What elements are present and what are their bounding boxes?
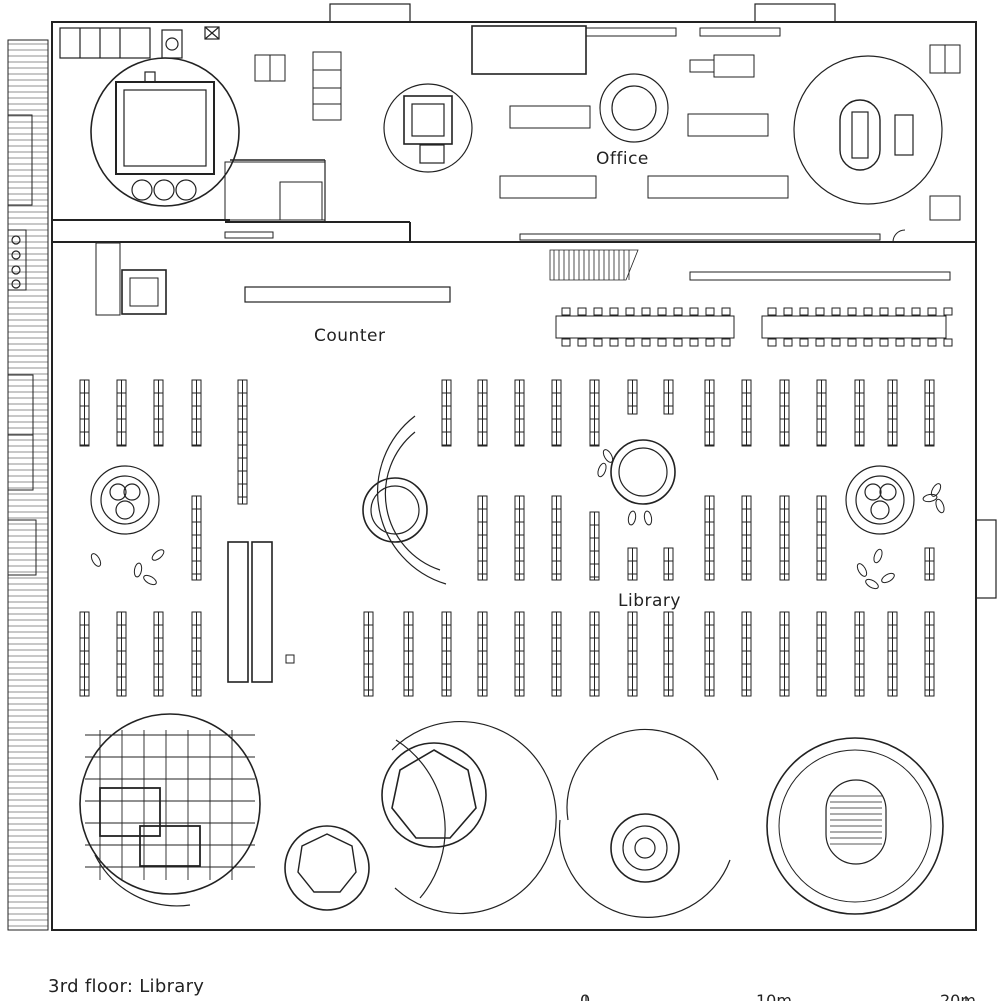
bookshelf [663, 547, 674, 581]
leaf-ornament [881, 572, 895, 584]
bookshelf [116, 611, 127, 697]
leaf-ornament [151, 549, 165, 561]
bookshelf [704, 611, 715, 697]
leaf-ornament [143, 574, 157, 586]
bookshelf [551, 611, 562, 697]
leaf-ornament [856, 563, 868, 577]
scale-tick-10m: 10m [756, 991, 792, 1001]
bookshelf [924, 611, 935, 697]
bookshelf [551, 495, 562, 581]
leaf-ornament [597, 462, 607, 478]
leaf-ornament [602, 449, 614, 463]
bookshelf [627, 611, 638, 697]
bookshelf [704, 379, 715, 447]
bookshelf [779, 611, 790, 697]
bookshelf [741, 495, 752, 581]
bookshelf [477, 611, 488, 697]
bookshelf [816, 379, 827, 447]
leaf-ornament [90, 553, 102, 567]
bookshelf [477, 379, 488, 447]
bookshelf [816, 495, 827, 581]
bookshelf [663, 379, 674, 415]
elevator-core-north [90, 57, 240, 207]
leaf-ornament [643, 510, 653, 526]
bookshelf [779, 379, 790, 447]
bookshelf [854, 611, 865, 697]
scale-tick-20m: 20m [940, 991, 976, 1001]
bookshelf [116, 379, 127, 447]
library-zone [79, 242, 953, 697]
bookshelf [663, 611, 674, 697]
office-zone [52, 25, 961, 243]
scale-tick-0: 0 [580, 991, 590, 1001]
bookshelf [589, 511, 600, 581]
building-outline [51, 3, 997, 931]
reading-table [555, 315, 735, 339]
bookshelf [191, 495, 202, 581]
counter-label: Counter [314, 326, 385, 346]
bookshelf [887, 611, 898, 697]
bookshelf [403, 611, 414, 697]
plan-caption: 3rd floor: Library [48, 976, 205, 997]
bookshelf [153, 611, 164, 697]
bookshelf [441, 611, 452, 697]
leaf-ornament [133, 562, 143, 578]
bookshelf [237, 379, 248, 505]
leaf-ornaments [90, 449, 945, 590]
library-cores [79, 415, 944, 918]
bookshelf [816, 611, 827, 697]
bookshelf [704, 495, 715, 581]
bookshelf [924, 547, 935, 581]
leaf-ornament [627, 510, 637, 526]
bookshelf [514, 379, 525, 447]
bookshelf [153, 379, 164, 447]
bookshelf [589, 379, 600, 447]
bookshelf [854, 379, 865, 447]
leaf-ornament [865, 578, 879, 590]
scale-bar: 0 10m 20m [580, 991, 976, 1001]
leaf-ornament [873, 548, 883, 564]
leaf-ornament [930, 483, 942, 497]
west-facade [7, 39, 49, 931]
bookshelf [779, 495, 790, 581]
bookshelf [514, 611, 525, 697]
reading-table [761, 315, 947, 339]
bookshelf [191, 379, 202, 447]
bookshelf [627, 547, 638, 581]
bookshelf [887, 379, 898, 447]
bookshelf [363, 611, 374, 697]
bookshelf [741, 379, 752, 447]
bookshelf [924, 379, 935, 447]
bookshelf [441, 379, 452, 447]
bookshelf [514, 495, 525, 581]
bookshelf [79, 611, 90, 697]
bookshelf [741, 611, 752, 697]
bookshelf [589, 611, 600, 697]
leaf-ornament [935, 498, 945, 514]
bookshelf [627, 379, 638, 415]
library-label: Library [618, 591, 681, 611]
bookshelf [551, 379, 562, 447]
bookshelf [79, 379, 90, 447]
bookshelf [477, 495, 488, 581]
leaf-ornament [922, 493, 938, 503]
office-label: Office [596, 149, 649, 169]
bookshelf [191, 611, 202, 697]
